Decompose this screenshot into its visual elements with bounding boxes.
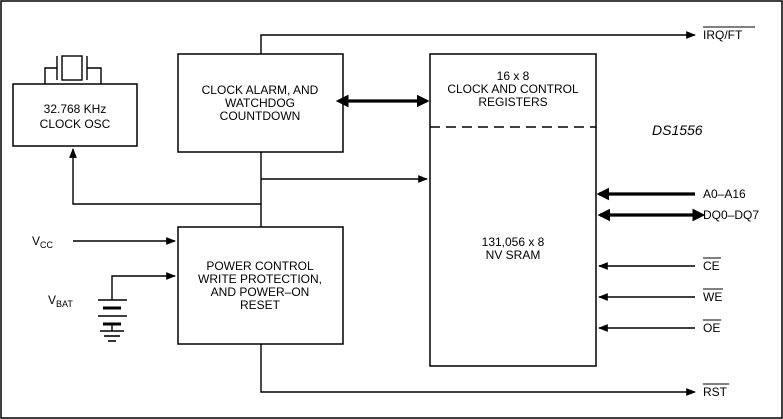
irq-line (260, 31, 696, 54)
crystal-icon (44, 55, 102, 84)
power-label-line1: POWER CONTROL (206, 259, 314, 273)
power-label-line3: AND POWER–ON (211, 285, 310, 299)
registers-label-line2: CLOCK AND CONTROL (447, 82, 579, 96)
power-label-line2: WRITE PROTECTION, (198, 272, 322, 286)
part-number: DS1556 (652, 122, 703, 138)
rst-line (260, 344, 696, 396)
battery-icon (98, 272, 176, 342)
alarm-label-line2: WATCHDOG (225, 96, 295, 110)
rst-label: RST (703, 385, 728, 399)
memory-block (429, 53, 597, 367)
irq-label: IRQ/FT (703, 28, 743, 42)
alarm-label-line3: COUNTDOWN (220, 109, 301, 123)
sram-label-line1: 131,056 x 8 (482, 235, 545, 249)
registers-label-line3: REGISTERS (478, 95, 547, 109)
vcc-main: V (32, 234, 40, 248)
osc-label-line1: 32.768 KHz (44, 102, 107, 116)
power-control-block (177, 226, 344, 345)
osc-label-line2: CLOCK OSC (40, 117, 111, 131)
alarm-label-line1: CLOCK ALARM, AND (202, 83, 319, 97)
registers-label-line1: 16 x 8 (497, 69, 530, 83)
vbat-sub: BAT (56, 299, 73, 309)
vbat-label: VBAT (48, 293, 73, 309)
oe-label: OE (703, 321, 720, 335)
data-label: DQ0–DQ7 (703, 208, 759, 222)
sram-label-line2: NV SRAM (486, 248, 541, 262)
spine-to-osc (69, 148, 261, 205)
we-label: WE (703, 290, 722, 304)
vcc-sub: CC (40, 240, 53, 250)
vbat-main: V (48, 293, 56, 307)
ce-label: CE (703, 259, 720, 273)
address-label: A0–A16 (703, 187, 746, 201)
vcc-label: VCC (32, 234, 54, 250)
power-label-line4: RESET (240, 298, 281, 312)
clock-osc-block (12, 83, 138, 147)
